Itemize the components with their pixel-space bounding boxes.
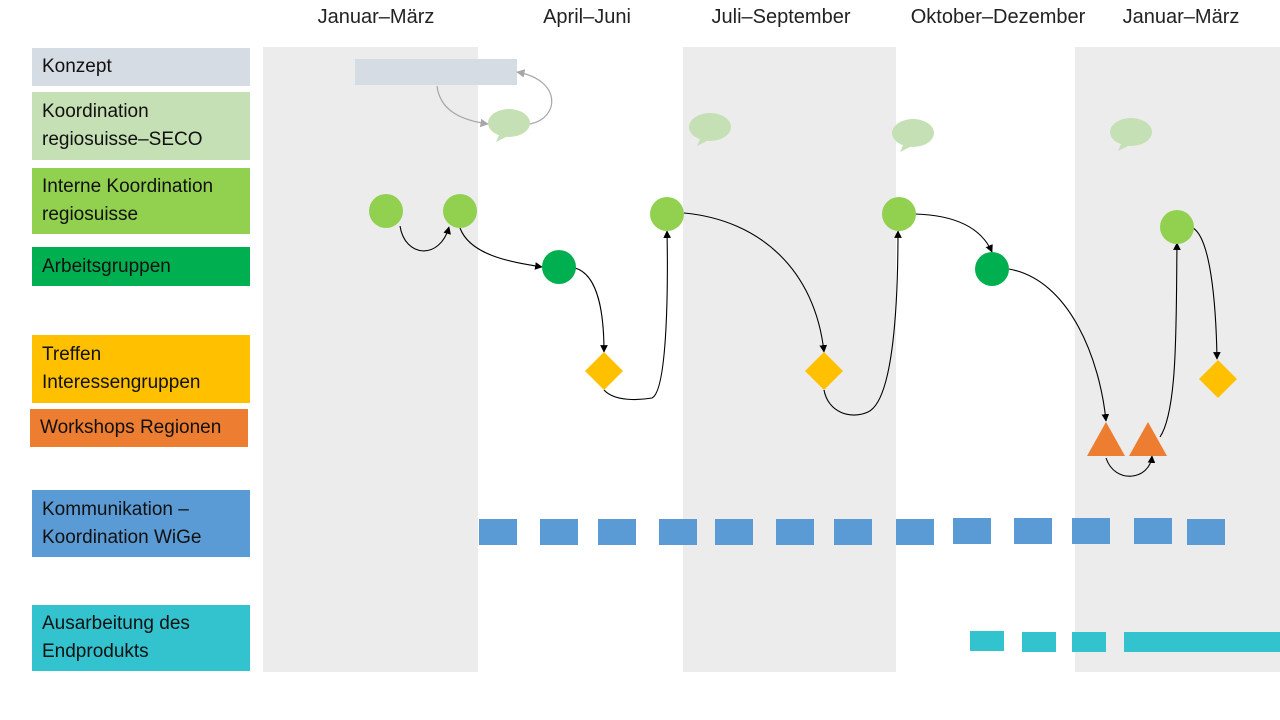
kommunikation-segment <box>479 519 517 545</box>
quarter-band-3 <box>683 47 896 672</box>
speech-bubble-icon <box>1110 118 1152 151</box>
lane-label: Arbeitsgruppen <box>42 255 171 277</box>
treffen-marker <box>805 352 843 390</box>
kommunikation-segment <box>1134 518 1172 544</box>
arbeitsgruppen-marker <box>542 250 576 284</box>
kommunikation-segment <box>896 519 934 545</box>
speech-bubble-icon <box>892 119 934 152</box>
interne-koordination-marker <box>650 197 684 231</box>
interne-koordination-marker <box>443 194 477 228</box>
lane-interne-koordination: Interne Koordination regiosuisse <box>32 168 250 234</box>
connector-arrow <box>1105 455 1156 477</box>
connector-arrow <box>436 85 489 128</box>
lane-label: Ausarbeitung des Endprodukts <box>42 613 190 662</box>
lane-label: Kommunikation – Koordination WiGe <box>42 498 202 548</box>
connector-arrow <box>516 69 553 125</box>
interne-koordination-marker <box>1160 210 1194 244</box>
kommunikation-segment <box>1014 518 1052 544</box>
speech-bubble-icon <box>488 109 530 142</box>
lane-konzept: Konzept <box>32 48 250 86</box>
lane-label: Interne Koordination regiosuisse <box>42 176 214 225</box>
quarter-label-1: Januar–März <box>317 6 435 28</box>
lane-workshops: Workshops Regionen <box>30 409 248 447</box>
connector-arrow <box>823 230 902 416</box>
treffen-marker <box>585 352 623 390</box>
interne-koordination-marker <box>369 194 403 228</box>
lane-label: Treffen Interessengruppen <box>42 344 201 393</box>
lane-arbeitsgruppen: Arbeitsgruppen <box>32 247 250 286</box>
kommunikation-segment <box>776 519 814 545</box>
kommunikation-segment <box>659 519 697 545</box>
connector-arrow <box>1008 268 1110 422</box>
quarter-label-5: Januar–März <box>1122 6 1240 28</box>
quarter-label-2: April–Juni <box>543 6 631 28</box>
ausarbeitung-segment <box>1072 632 1106 652</box>
workshop-marker <box>1129 422 1167 456</box>
connector-arrow <box>1159 242 1181 438</box>
connector-arrow <box>459 227 543 270</box>
quarter-band-5 <box>1075 47 1280 672</box>
kommunikation-segment <box>540 519 578 545</box>
lane-label: Workshops Regionen <box>40 417 222 438</box>
speech-bubble-icon <box>689 113 731 146</box>
lane-treffen: Treffen Interessengruppen <box>32 335 250 403</box>
lane-kommunikation: Kommunikation – Koordination WiGe <box>32 490 250 557</box>
connector-arrow <box>399 225 451 252</box>
lane-label: Koordination regiosuisse–SECO <box>42 101 203 150</box>
connector-arrow <box>1192 227 1221 360</box>
konzept-bar <box>355 59 517 85</box>
interne-koordination-marker <box>882 197 916 231</box>
connector-arrow <box>603 230 671 401</box>
connector-arrow <box>574 267 608 353</box>
kommunikation-segment <box>1187 519 1225 545</box>
arbeitsgruppen-marker <box>975 252 1009 286</box>
quarter-label-4: Oktober–Dezember <box>910 6 1086 28</box>
quarter-band-1 <box>263 47 478 672</box>
kommunikation-segment <box>598 519 636 545</box>
lane-label: Konzept <box>42 56 112 77</box>
kommunikation-segment <box>715 519 753 545</box>
quarter-label-3: Juli–September <box>711 6 851 28</box>
ausarbeitung-segment <box>1022 632 1056 652</box>
workshop-marker <box>1087 422 1125 456</box>
kommunikation-segment <box>953 518 991 544</box>
ausarbeitung-segment <box>970 631 1004 651</box>
kommunikation-segment <box>1072 518 1110 544</box>
kommunikation-segment <box>834 519 872 545</box>
connector-arrow <box>683 212 828 353</box>
treffen-marker <box>1199 360 1237 398</box>
ausarbeitung-segment <box>1124 632 1280 652</box>
lane-ausarbeitung: Ausarbeitung des Endprodukts <box>32 605 250 671</box>
connector-arrow <box>914 213 993 253</box>
lane-koordination-seco: Koordination regiosuisse–SECO <box>32 92 250 160</box>
